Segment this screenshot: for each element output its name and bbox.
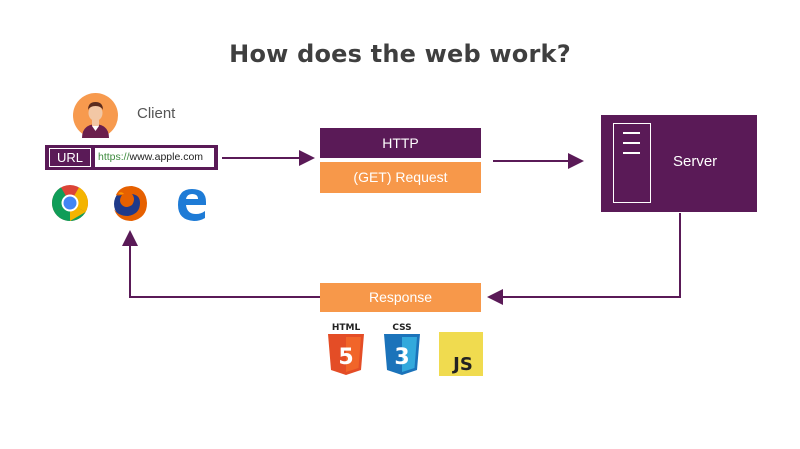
response-box: Response — [320, 283, 481, 312]
url-bar: URL https://www.apple.com — [45, 145, 218, 170]
css3-icon: CSS 3 — [384, 323, 420, 375]
server-label: Server — [673, 153, 718, 170]
http-box: HTTP — [320, 128, 481, 158]
firefox-icon — [114, 186, 147, 221]
arrow-server-to-response — [487, 213, 681, 305]
svg-text:HTML: HTML — [332, 323, 361, 333]
edge-icon — [178, 189, 206, 221]
svg-text:3: 3 — [394, 345, 409, 370]
url-field[interactable]: https://www.apple.com — [95, 148, 214, 167]
url-host: www.apple.com — [129, 151, 204, 163]
client-label: Client — [137, 105, 176, 122]
server-icon — [613, 123, 651, 203]
javascript-icon: JS — [439, 332, 483, 376]
server-box: Server — [601, 115, 757, 212]
svg-text:5: 5 — [338, 345, 353, 370]
page-title: How does the web work? — [229, 40, 571, 68]
html5-icon: HTML 5 — [328, 323, 364, 375]
get-request-box: (GET) Request — [320, 162, 481, 193]
svg-text:CSS: CSS — [392, 323, 411, 333]
client-avatar-icon — [73, 93, 118, 138]
url-scheme: https:// — [98, 151, 130, 163]
url-label: URL — [49, 148, 91, 167]
arrow-response-to-client — [122, 230, 320, 298]
svg-text:JS: JS — [451, 354, 473, 375]
chrome-icon — [51, 185, 89, 221]
